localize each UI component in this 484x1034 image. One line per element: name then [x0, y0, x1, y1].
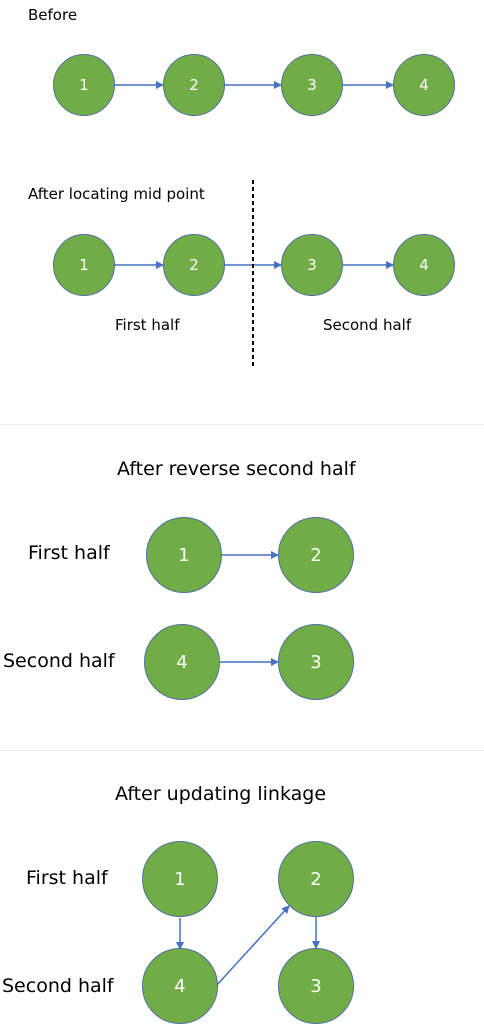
list-node: 4	[393, 234, 455, 296]
section-divider	[0, 424, 484, 425]
list-node: 3	[281, 234, 343, 296]
section-divider	[0, 750, 484, 751]
list-node: 3	[281, 54, 343, 116]
section-title-before: Before	[28, 6, 78, 24]
list-node: 1	[53, 54, 115, 116]
list-node: 4	[393, 54, 455, 116]
list-node: 4	[144, 624, 220, 700]
list-node: 1	[142, 841, 218, 917]
second-half-label: Second half	[323, 316, 412, 334]
list-node: 4	[142, 948, 218, 1024]
list-node: 1	[146, 517, 222, 593]
list-node: 2	[163, 234, 225, 296]
second-half-label: Second half	[3, 650, 115, 672]
section-title-mid-point: After locating mid point	[28, 185, 205, 203]
list-node: 3	[278, 624, 354, 700]
section-title-reverse: After reverse second half	[117, 458, 356, 480]
arrow-4-to-2	[215, 905, 290, 987]
list-node: 3	[278, 948, 354, 1024]
list-node: 2	[278, 841, 354, 917]
second-half-label: Second half	[2, 975, 114, 997]
list-node: 2	[163, 54, 225, 116]
list-node: 2	[278, 517, 354, 593]
section-title-linkage: After updating linkage	[115, 783, 327, 805]
first-half-label: First half	[26, 867, 108, 889]
first-half-label: First half	[115, 316, 180, 334]
list-node: 1	[53, 234, 115, 296]
first-half-label: First half	[28, 542, 110, 564]
